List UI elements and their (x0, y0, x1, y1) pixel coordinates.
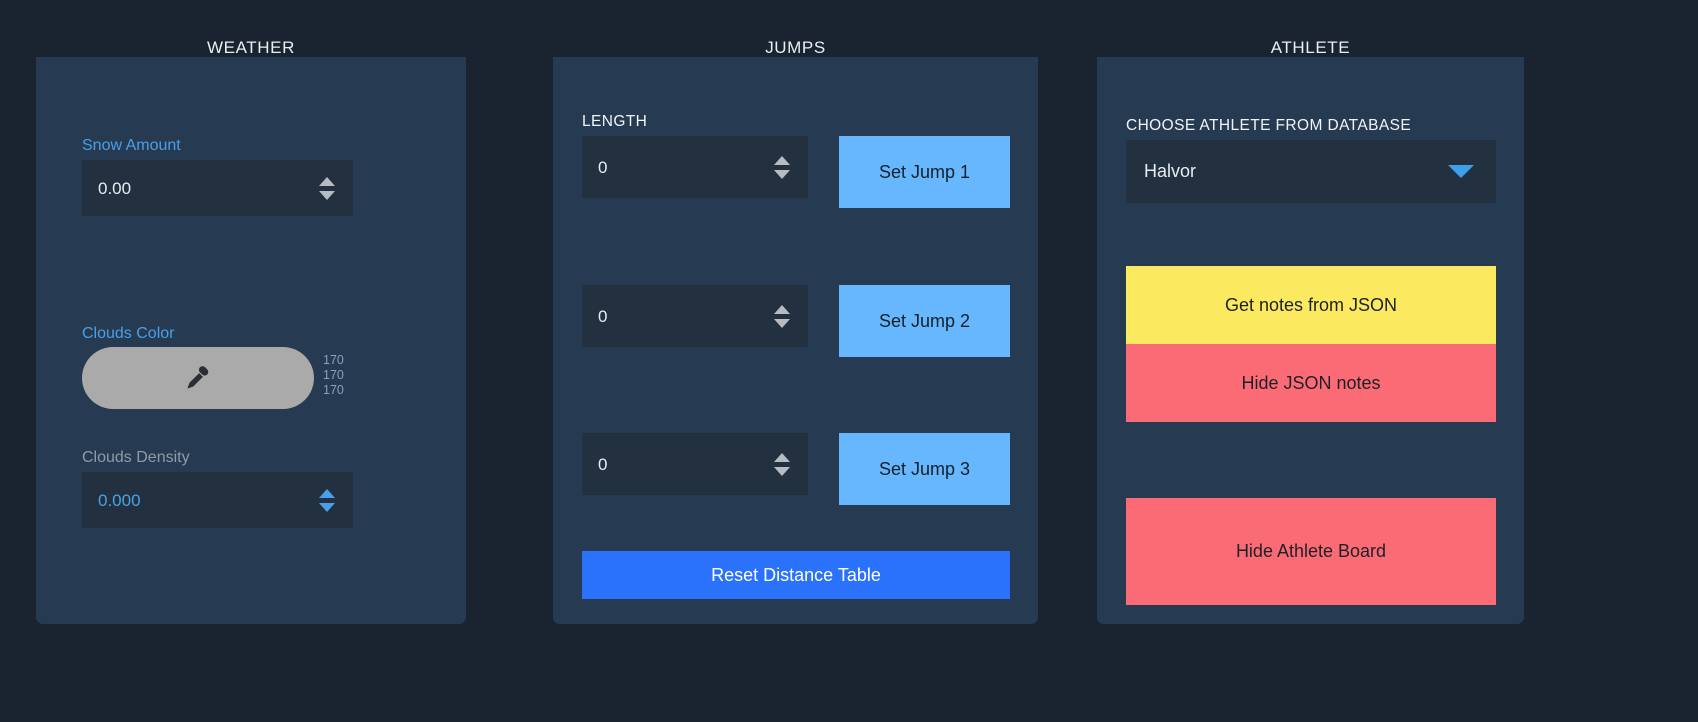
hide-json-notes-button[interactable]: Hide JSON notes (1126, 344, 1496, 422)
rgb-red-value: 170 (323, 353, 344, 367)
clouds-color-swatch[interactable] (82, 347, 314, 409)
rgb-green-value: 170 (323, 368, 344, 382)
length-label: LENGTH (582, 113, 648, 130)
jumps-column-title: JUMPS (765, 38, 826, 57)
jump-1-length-stepper[interactable]: 0 (582, 136, 808, 198)
athlete-panel: CHOOSE ATHLETE FROM DATABASE Halvor Get … (1097, 57, 1524, 624)
jump-3-length-value: 0 (598, 454, 608, 474)
rgb-blue-value: 170 (323, 383, 344, 397)
athlete-column-title: ATHLETE (1270, 38, 1351, 57)
athlete-select-value: Halvor (1144, 161, 1197, 181)
jump-3-spin-arrows[interactable] (774, 452, 808, 476)
jumps-panel: LENGTH 0 Set Jump 1 0 Set Jump 2 0 (553, 57, 1038, 624)
set-jump-3-button[interactable]: Set Jump 3 (839, 433, 1010, 505)
snow-amount-spin-arrows[interactable] (319, 176, 353, 200)
chevron-down-icon[interactable] (319, 190, 335, 200)
athlete-select[interactable]: Halvor (1126, 140, 1496, 203)
chevron-up-icon[interactable] (774, 304, 790, 314)
set-jump-1-button[interactable]: Set Jump 1 (839, 136, 1010, 208)
chevron-up-icon[interactable] (774, 452, 790, 462)
hide-athlete-board-button[interactable]: Hide Athlete Board (1126, 498, 1496, 605)
clouds-density-label: Clouds Density (82, 449, 190, 466)
jump-1-spin-arrows[interactable] (774, 155, 808, 179)
weather-column-title: WEATHER (207, 38, 295, 57)
choose-athlete-label: CHOOSE ATHLETE FROM DATABASE (1126, 117, 1412, 134)
snow-amount-value: 0.00 (98, 178, 132, 198)
clouds-density-stepper[interactable]: 0.000 (82, 472, 353, 528)
eyedropper-icon (187, 366, 209, 389)
get-notes-from-json-button[interactable]: Get notes from JSON (1126, 266, 1496, 344)
jump-2-length-value: 0 (598, 306, 608, 326)
weather-panel: Snow Amount 0.00 Clouds Color 170 170 17… (36, 57, 466, 624)
clouds-color-label: Clouds Color (82, 325, 175, 342)
clouds-color-rgb-readout: 170 170 170 (323, 353, 344, 398)
chevron-down-icon[interactable] (774, 169, 790, 179)
clouds-density-spin-arrows[interactable] (319, 488, 353, 512)
chevron-up-icon[interactable] (319, 176, 335, 186)
chevron-down-icon[interactable] (774, 466, 790, 476)
set-jump-2-button[interactable]: Set Jump 2 (839, 285, 1010, 357)
jump-3-length-stepper[interactable]: 0 (582, 433, 808, 495)
clouds-density-value: 0.000 (98, 490, 141, 510)
chevron-down-icon[interactable] (1448, 165, 1474, 178)
jump-1-length-value: 0 (598, 157, 608, 177)
reset-distance-table-button[interactable]: Reset Distance Table (582, 551, 1010, 599)
chevron-down-icon[interactable] (319, 502, 335, 512)
snow-amount-label: Snow Amount (82, 137, 181, 154)
chevron-up-icon[interactable] (319, 488, 335, 498)
chevron-down-icon[interactable] (774, 318, 790, 328)
snow-amount-stepper[interactable]: 0.00 (82, 160, 353, 216)
jump-2-spin-arrows[interactable] (774, 304, 808, 328)
jump-2-length-stepper[interactable]: 0 (582, 285, 808, 347)
chevron-up-icon[interactable] (774, 155, 790, 165)
